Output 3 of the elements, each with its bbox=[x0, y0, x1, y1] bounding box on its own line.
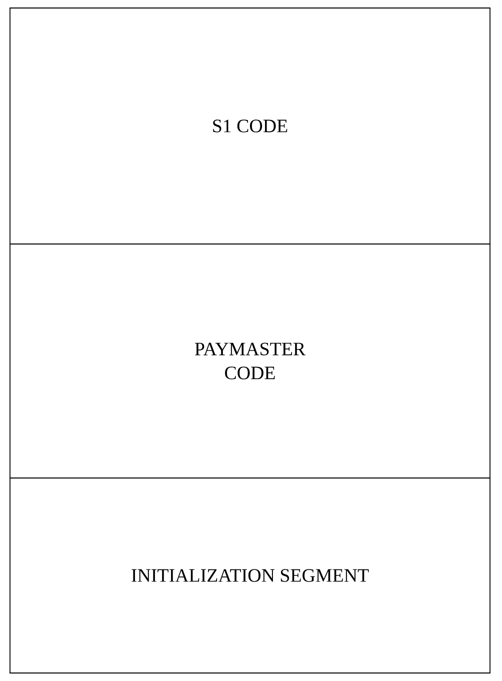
memory-segment-box: INITIALIZATION SEGMENT bbox=[10, 478, 490, 674]
memory-segment-box: S1 CODE bbox=[10, 8, 490, 244]
memory-segment-box: PAYMASTER CODE bbox=[10, 244, 490, 478]
